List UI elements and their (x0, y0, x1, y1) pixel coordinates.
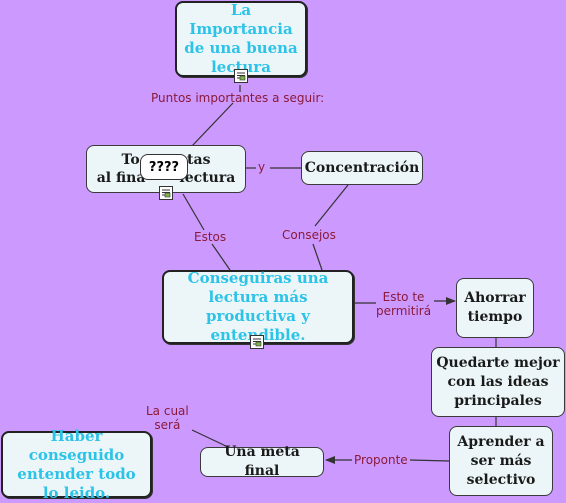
document-icon[interactable] (234, 69, 248, 83)
link-consejos-conseguiras (312, 243, 323, 271)
node-concentracion[interactable]: Concentración (301, 151, 423, 185)
node-quedarte-text: Quedarte mejor con las ideas principales (436, 354, 560, 409)
tooltip-text: ???? (148, 159, 180, 175)
document-icon[interactable] (250, 335, 264, 349)
link-puntos-notas (191, 102, 234, 147)
node-meta[interactable]: Una meta final (200, 444, 324, 479)
label-proponte: Proponte (354, 453, 408, 467)
label-esto-te: Esto te permitirá (376, 290, 432, 318)
node-importancia-text: La Importancia de una buena lectura (184, 1, 298, 76)
node-importancia[interactable]: La Importancia de una buena lectura (175, 1, 307, 77)
node-aprender[interactable]: Aprender a ser más selectivo (449, 426, 553, 496)
node-concentracion-text: Concentración (304, 159, 420, 176)
document-icon[interactable] (159, 186, 173, 200)
label-consejos: Consejos (282, 228, 336, 242)
node-conseguiras[interactable]: Conseguiras una lectura más productiva y… (162, 269, 354, 344)
label-puntos: Puntos importantes a seguir: (151, 91, 325, 105)
node-haber-text: Haber conseguido entender todo lo leido. (17, 426, 136, 502)
link-concentracion-consejos (314, 184, 349, 227)
label-y: y (258, 160, 266, 174)
node-aprender-text: Aprender a ser más selectivo (457, 433, 545, 488)
link-estos-conseguiras (211, 243, 231, 271)
tooltip-bubble: ???? (140, 154, 188, 180)
link-aprender-proponte (409, 459, 450, 462)
label-la-cual: La cual será (146, 404, 189, 432)
label-estos: Estos (194, 230, 227, 244)
link-meta-lacual (191, 429, 229, 448)
node-quedarte[interactable]: Quedarte mejor con las ideas principales (431, 347, 565, 417)
node-ahorrar-text: Ahorrar tiempo (464, 290, 526, 325)
node-conseguiras-text: Conseguiras una lectura más productiva y… (187, 269, 329, 344)
node-ahorrar[interactable]: Ahorrar tiempo (456, 278, 534, 338)
node-haber[interactable]: Haber conseguido entender todo lo leido. (1, 427, 152, 502)
link-notas-estos (182, 193, 205, 231)
node-meta-text: Una meta final (224, 444, 300, 479)
